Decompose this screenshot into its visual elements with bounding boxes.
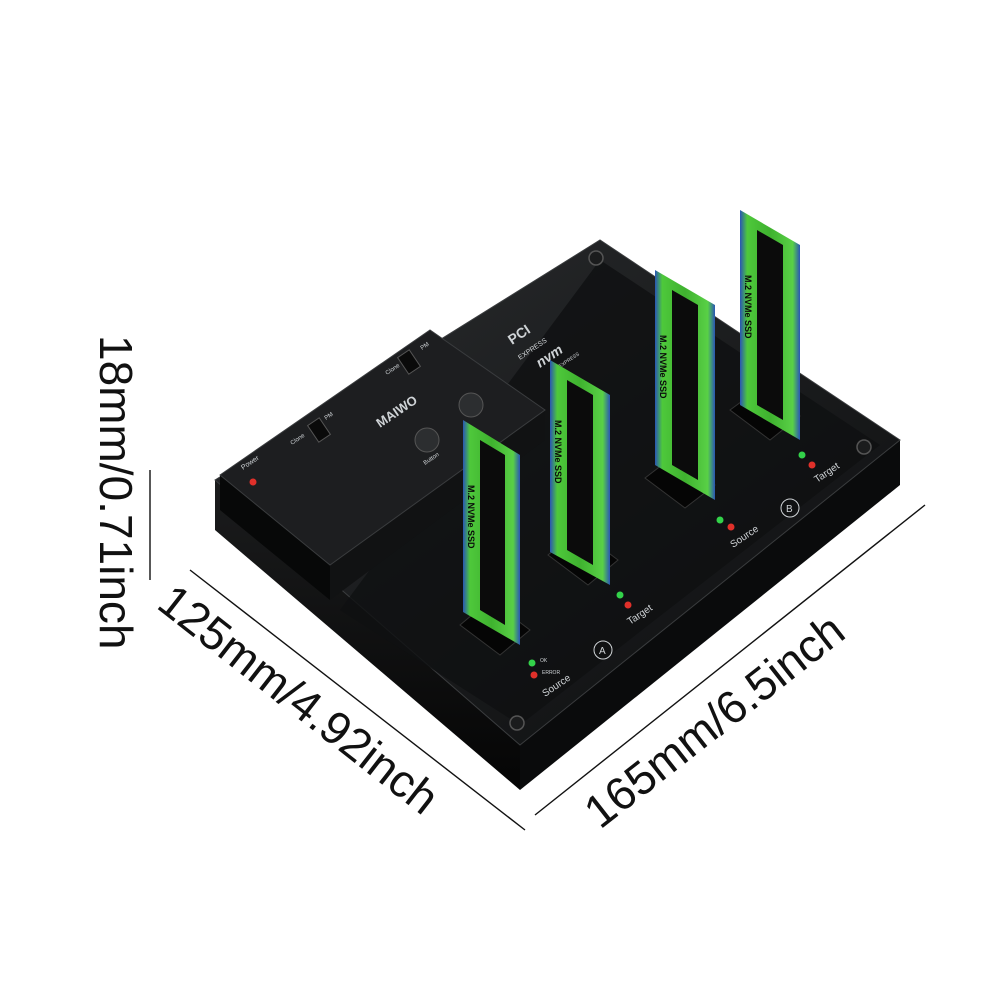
ssd-label-1: M.2 NVMe SSD [466, 485, 476, 549]
ok-led-3 [716, 516, 724, 524]
ok-label: OK [540, 658, 548, 664]
error-label: ERROR [542, 670, 560, 676]
ssd-card-2: M.2 NVMe SSD [550, 360, 610, 585]
error-led-3 [727, 523, 735, 531]
mode-switch-right[interactable] [396, 349, 422, 375]
group-marker-b: B [786, 504, 793, 515]
error-led-4 [808, 461, 816, 469]
height-dimension: 18mm/0.71inch [90, 335, 142, 650]
switch-right-mode: PM [420, 342, 431, 352]
power-led [249, 478, 257, 486]
ssd-label-3: M.2 NVMe SSD [658, 335, 668, 399]
ssd-card-4: M.2 NVMe SSD [740, 210, 800, 440]
ok-led-4 [798, 451, 806, 459]
ok-led-1 [528, 659, 536, 667]
ssd-card-1: M.2 NVMe SSD [463, 420, 520, 645]
dimension-lines [149, 470, 926, 831]
ssd-label-4: M.2 NVMe SSD [743, 275, 753, 339]
clone-button-right[interactable] [458, 392, 484, 418]
ssd-label-2: M.2 NVMe SSD [553, 420, 563, 484]
control-module: Power MAIWO Button Clone PM Clone PM [219, 329, 546, 600]
switch-left-mode: PM [324, 412, 335, 422]
group-marker-a: A [599, 646, 606, 657]
clone-button-left[interactable] [414, 427, 440, 453]
ok-led-2 [616, 591, 624, 599]
mode-switch-left[interactable] [306, 417, 332, 443]
ssd-card-3: M.2 NVMe SSD [655, 270, 715, 500]
error-led-2 [624, 601, 632, 609]
error-led-1 [530, 671, 538, 679]
screw-icon [588, 250, 604, 266]
